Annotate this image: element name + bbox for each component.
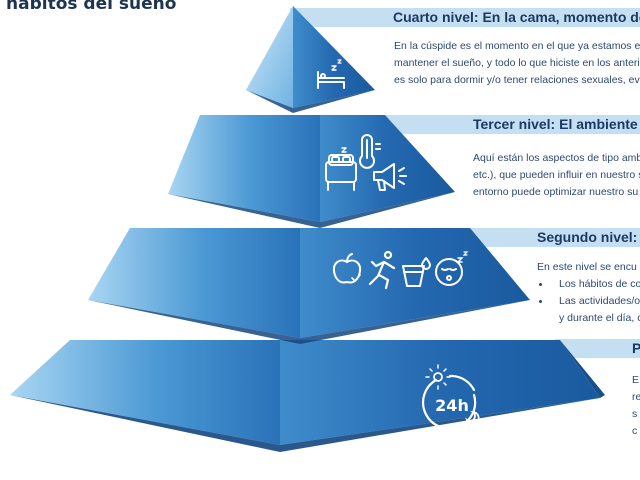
pyramid-tier-1 bbox=[10, 340, 605, 452]
noise-speaker-icon bbox=[373, 163, 407, 191]
level-3-heading-band: Tercer nivel: El ambiente ó bbox=[380, 115, 640, 134]
water-glass-icon bbox=[402, 257, 431, 287]
pyramid-tier-4 bbox=[246, 6, 375, 113]
sleepy-face-icon bbox=[435, 251, 469, 286]
tier-3-bottom-shadow bbox=[168, 192, 455, 228]
tier-1-left-face bbox=[10, 340, 280, 445]
level-2-intro: En este nivel se encu bbox=[537, 261, 637, 273]
level-4-text-line: En la cúspide es el momento en el que ya… bbox=[394, 40, 640, 52]
level-3-text-line: entorno puede optimizar nuestro su bbox=[473, 186, 639, 198]
level-4-description: En la cúspide es el momento en el que ya… bbox=[394, 38, 640, 89]
level-3-heading: Tercer nivel: El ambiente ó bbox=[473, 116, 640, 132]
tier-1-front-face bbox=[280, 340, 600, 445]
level-2-bullet-continuation: y durante el día, c bbox=[559, 312, 640, 324]
bed-sleeping-icon bbox=[317, 59, 345, 89]
thermometer-icon bbox=[359, 134, 381, 169]
level-1-text-line: E bbox=[632, 374, 640, 386]
page-title: hábitos del sueño bbox=[6, 0, 177, 14]
pyramid-tier-3 bbox=[168, 115, 455, 228]
level-4-heading: Cuarto nivel: En la cama, momento de d bbox=[393, 9, 640, 25]
tier-2-front-face bbox=[300, 228, 530, 338]
level-4-text-line: mantener el sueño, y todo lo que hiciste… bbox=[394, 57, 640, 69]
tier-3-left-face bbox=[168, 115, 320, 222]
clock-24h-icon bbox=[422, 364, 480, 430]
level-2-heading-band: Segundo nivel: H bbox=[465, 228, 640, 247]
level-1-text-line: s bbox=[632, 408, 638, 420]
apple-icon bbox=[332, 253, 362, 284]
level-1-text-line: c bbox=[632, 425, 638, 437]
level-1-text-line: re bbox=[632, 391, 640, 403]
level-4-heading-band: Cuarto nivel: En la cama, momento de d bbox=[290, 8, 640, 27]
level-1-heading-band: P bbox=[555, 339, 640, 358]
tier-4-bottom-shadow bbox=[246, 90, 375, 113]
level-2-bullet: Los hábitos de co bbox=[537, 276, 640, 293]
tier-4-front-face bbox=[293, 6, 375, 108]
tier-4-left-face bbox=[246, 6, 293, 108]
level-2-heading: Segundo nivel: H bbox=[537, 229, 640, 245]
running-icon bbox=[368, 250, 396, 290]
level-3-text-line: Aquí están los aspectos de tipo amb bbox=[473, 152, 640, 164]
tier-2-left-face bbox=[88, 228, 300, 338]
level-4-text-line: es solo para dormir y/o tener relaciones… bbox=[394, 74, 640, 86]
tier-1-right-edge bbox=[560, 340, 605, 398]
level-1-heading: P bbox=[632, 340, 640, 356]
level-2-description: En este nivel se encu Los hábitos de co … bbox=[537, 259, 640, 327]
bed-icon bbox=[325, 147, 357, 191]
clock-24h-label: 24h bbox=[435, 396, 469, 415]
level-3-description: Aquí están los aspectos de tipo amb etc.… bbox=[473, 150, 640, 201]
level-1-description: E re s c bbox=[632, 372, 640, 440]
level-2-bullet: Las actividades/o bbox=[537, 293, 640, 310]
level-3-text-line: etc.), que pueden influir en nuestro s bbox=[473, 169, 640, 181]
pyramid-tier-2 bbox=[88, 228, 530, 344]
